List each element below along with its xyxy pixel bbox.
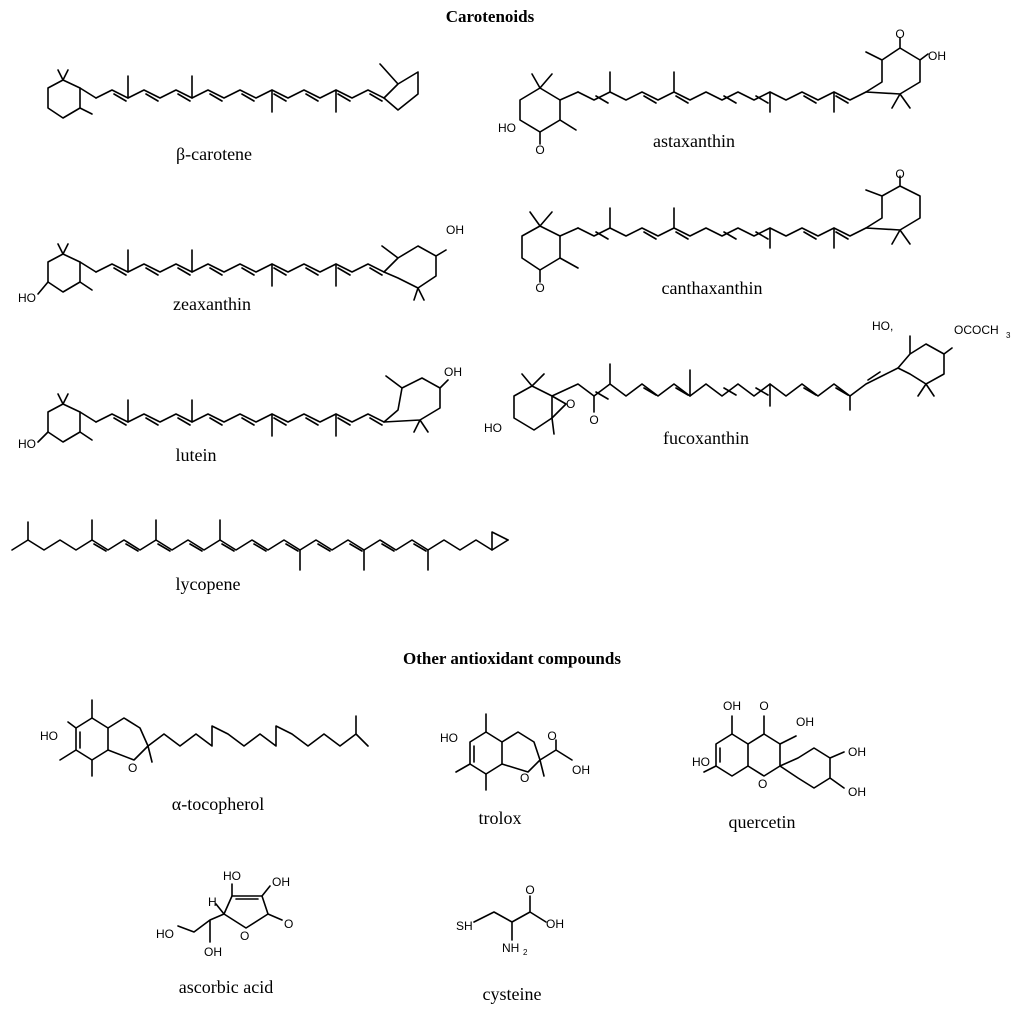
astaxanthin-o-right: O — [895, 27, 904, 41]
quercetin-oh-top-left: OH — [723, 699, 741, 713]
fucoxanthin-ho: HO — [484, 421, 502, 435]
structure-lutein — [37, 375, 449, 443]
ascorbic-ho-top: HO — [223, 869, 241, 883]
label-canthaxanthin: canthaxanthin — [662, 278, 763, 298]
trolox-oh: OH — [572, 763, 590, 777]
label-astaxanthin: astaxanthin — [653, 131, 735, 151]
cysteine-o: O — [525, 883, 534, 897]
structure-trolox — [455, 713, 573, 791]
fucoxanthin-ho-comma: HO, — [872, 319, 893, 333]
label-alpha-tocopherol: α-tocopherol — [172, 794, 264, 814]
lutein-oh: OH — [444, 365, 462, 379]
tocopherol-ho: HO — [40, 729, 58, 743]
heading-other-antioxidants: Other antioxidant compounds — [403, 649, 621, 668]
lutein-ho: HO — [18, 437, 36, 451]
structure-canthaxanthin — [521, 175, 921, 283]
cysteine-oh: OH — [546, 917, 564, 931]
label-quercetin: quercetin — [729, 812, 796, 832]
quercetin-o-top: O — [759, 699, 768, 713]
quercetin-oh-right-upper: OH — [848, 745, 866, 759]
structure-fucoxanthin — [513, 335, 953, 435]
label-zeaxanthin: zeaxanthin — [173, 294, 251, 314]
canthaxanthin-o-left: O — [535, 281, 544, 295]
quercetin-ho: HO — [692, 755, 710, 769]
cysteine-sh: SH — [456, 919, 473, 933]
cysteine-sub2: 2 — [523, 948, 528, 957]
label-trolox: trolox — [479, 808, 522, 828]
label-beta-carotene: β-carotene — [176, 144, 252, 164]
structure-alpha-tocopherol — [59, 699, 369, 777]
tocopherol-o: O — [128, 761, 137, 775]
ascorbic-oh-bottom: OH — [204, 945, 222, 959]
structure-quercetin — [703, 715, 845, 789]
canthaxanthin-o-right: O — [895, 167, 904, 181]
heading-carotenoids: Carotenoids — [446, 7, 535, 26]
structure-astaxanthin — [519, 37, 929, 145]
astaxanthin-ho: HO — [498, 121, 516, 135]
label-ascorbic-acid: ascorbic acid — [179, 977, 273, 997]
fucoxanthin-ocooch: OCOCH — [954, 323, 999, 337]
zeaxanthin-ho: HO — [18, 291, 36, 305]
structure-cysteine — [473, 895, 547, 941]
trolox-o-ring: O — [520, 771, 529, 785]
structure-beta-carotene — [47, 63, 419, 119]
label-cysteine: cysteine — [483, 984, 542, 1004]
astaxanthin-oh: OH — [928, 49, 946, 63]
quercetin-oh-right-lower: OH — [848, 785, 866, 799]
zeaxanthin-oh: OH — [446, 223, 464, 237]
structure-zeaxanthin — [37, 243, 447, 301]
quercetin-o-ring: O — [758, 777, 767, 791]
astaxanthin-o-left: O — [535, 143, 544, 157]
ascorbic-o-ring: O — [240, 929, 249, 943]
quercetin-oh-top-right: OH — [796, 715, 814, 729]
label-lutein: lutein — [176, 445, 217, 465]
ascorbic-oh-top: OH — [272, 875, 290, 889]
structure-lycopene — [11, 519, 509, 571]
label-lycopene: lycopene — [176, 574, 241, 594]
cysteine-nh: NH — [502, 941, 519, 955]
ascorbic-o-carbonyl: O — [284, 917, 293, 931]
fucoxanthin-sub3: 3 — [1006, 331, 1011, 340]
ascorbic-ho-left: HO — [156, 927, 174, 941]
trolox-ho: HO — [440, 731, 458, 745]
fucoxanthin-epoxide-o: O — [566, 397, 575, 411]
trolox-o-carbonyl: O — [547, 729, 556, 743]
fucoxanthin-o: O — [589, 413, 598, 427]
label-fucoxanthin: fucoxanthin — [663, 428, 749, 448]
structure-ascorbic-acid — [177, 883, 283, 943]
ascorbic-h: H — [208, 895, 217, 909]
